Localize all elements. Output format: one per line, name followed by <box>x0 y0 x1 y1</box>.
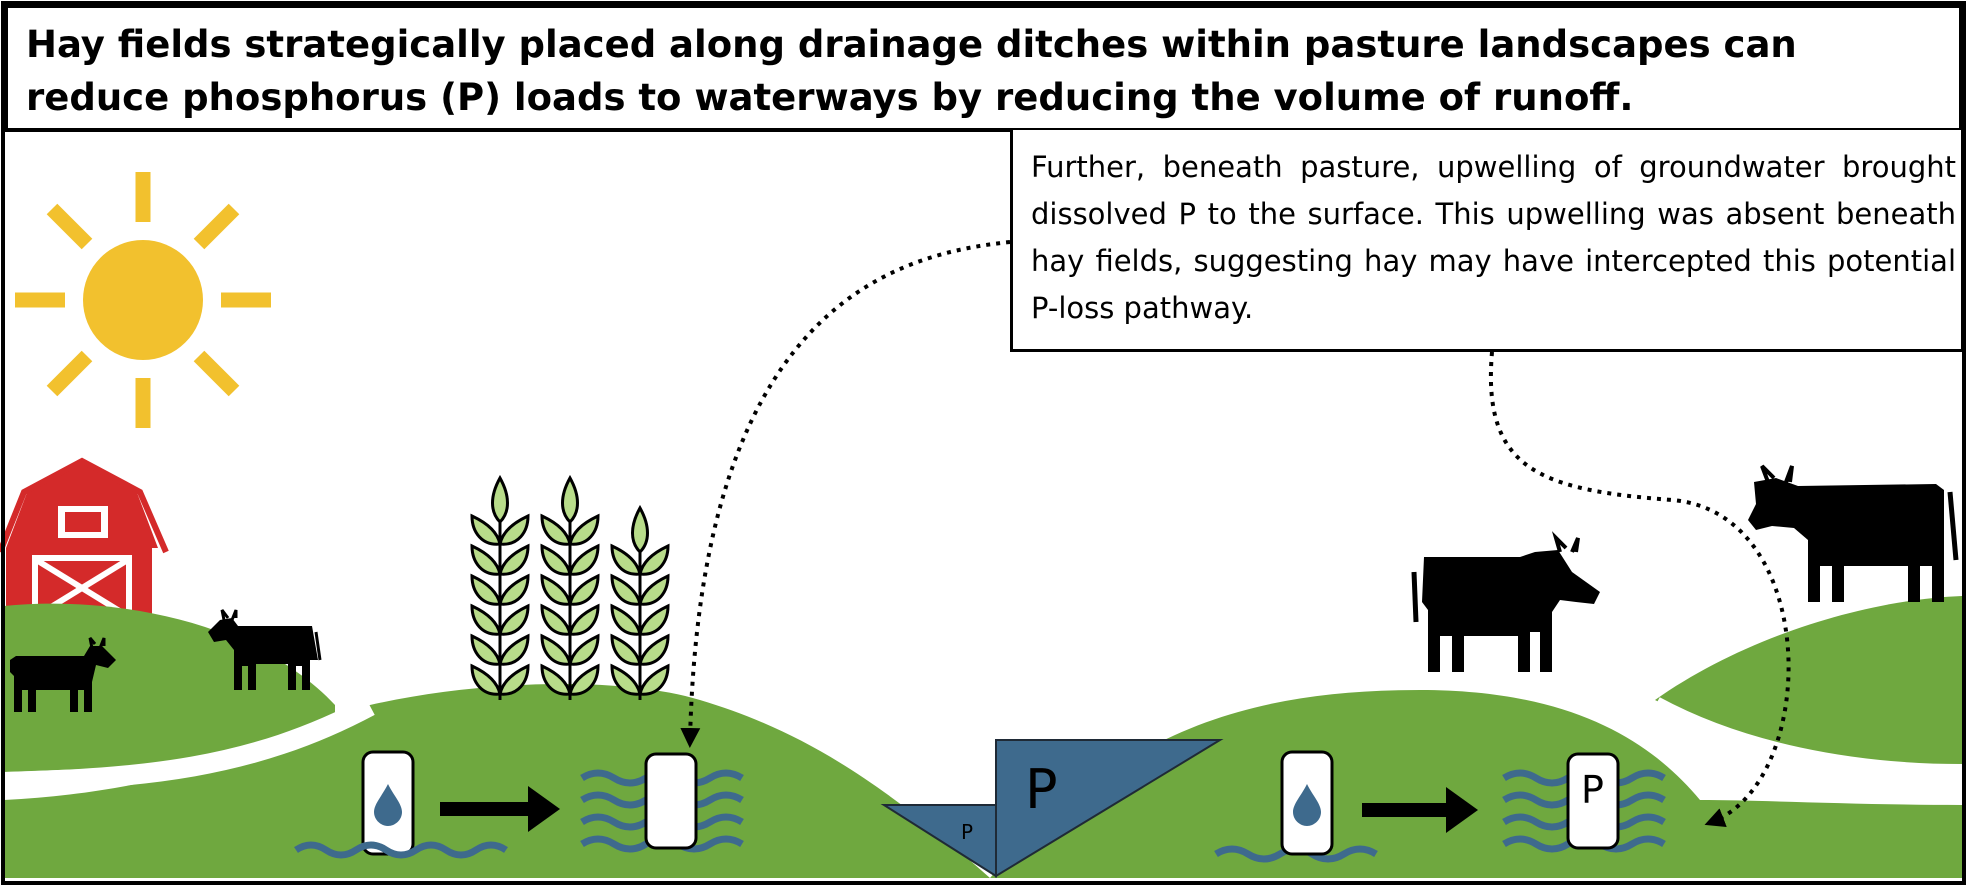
barn-icon <box>0 452 169 618</box>
callout-text: Further, beneath pasture, upwelling of g… <box>1031 150 1956 325</box>
ditch-p-loads: P P <box>880 739 1224 878</box>
arrow-right-icon <box>1362 787 1478 833</box>
hay-runoff-process <box>294 750 744 859</box>
water-drop-icon <box>1293 784 1321 826</box>
sun-icon <box>15 172 271 428</box>
cow-icon <box>1748 464 1959 602</box>
groundwater-well-icon <box>1280 750 1334 856</box>
pasture-runoff-process: P <box>1214 750 1666 863</box>
callout-box: Further, beneath pasture, upwelling of g… <box>1010 130 1964 352</box>
wheat-plants <box>470 474 670 700</box>
groundwater-well-icon <box>361 750 415 856</box>
ditch-small-p-label: P <box>961 820 973 844</box>
water-drop-icon <box>374 784 402 826</box>
cow-icon <box>1411 531 1600 672</box>
left-drainage-path <box>3 697 375 792</box>
ditch-large-p-label: P <box>1025 758 1058 821</box>
wheat-icon <box>470 474 530 700</box>
wave-icon <box>294 841 508 859</box>
right-hill <box>1655 596 1962 768</box>
diagram-title: Hay fields strategically placed along dr… <box>26 23 1797 119</box>
pasture-well-p-label: P <box>1581 768 1604 812</box>
ditch-large-p-shape <box>995 739 1224 878</box>
hay-field-hill <box>4 683 990 878</box>
wheat-icon <box>540 474 600 700</box>
groundwater-well-icon: P <box>1566 752 1620 850</box>
groundwater-well-icon <box>644 752 698 850</box>
wheat-icon <box>610 504 670 700</box>
right-drainage-path <box>1650 697 1963 784</box>
connector-to-hay-well <box>680 240 1011 748</box>
title-box: Hay fields strategically placed along dr… <box>4 4 1963 132</box>
cow-icon <box>208 609 322 690</box>
cow-icon <box>10 637 116 712</box>
arrow-right-icon <box>440 786 560 832</box>
pasture-hill <box>990 690 1962 878</box>
left-hill <box>4 603 335 772</box>
